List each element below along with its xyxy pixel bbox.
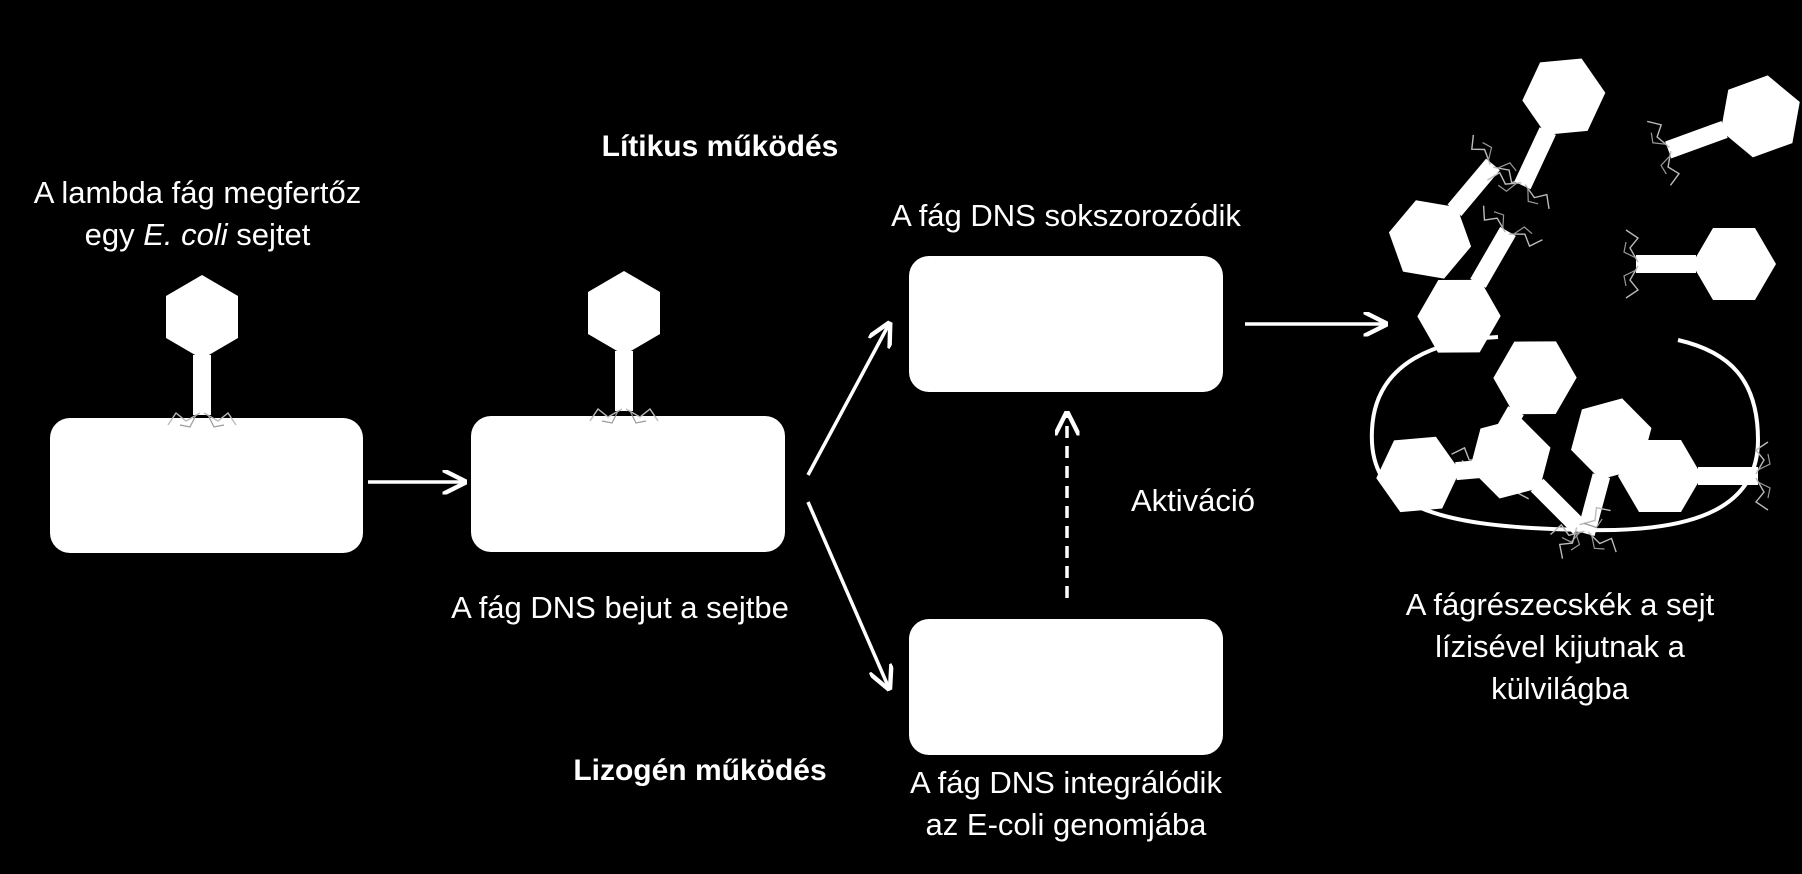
arrow-to-lytic [806,326,888,476]
attached-phage-icon [587,270,661,424]
ecoli-cell-replication [909,256,1223,392]
free-phage-icon [1374,131,1529,296]
dna-replicates-label: A fág DNS sokszorozódik [891,198,1241,233]
ecoli-cell-dna-entry [471,416,785,552]
free-phage-icon [1484,42,1615,213]
dna-enters-label: A fág DNS bejut a sejtbe [451,590,789,625]
lysogenic-pathway-label: Lizogén működés [573,754,827,787]
free-phage-icon [1617,439,1771,513]
activation-label: Aktiváció [1130,483,1256,518]
free-phage-icon [1643,67,1802,189]
lytic-pathway-label: Lítikus működés [601,130,839,163]
infection-label: A lambda fág megfertőz egy E. coli sejte… [33,175,362,252]
release-label: A fágrészecskék a sejt lízisével kijutna… [1405,587,1715,706]
attached-phage-icon [165,274,239,428]
free-phage-icon [1623,227,1777,301]
ecoli-cell-lysogen [909,619,1223,755]
ecoli-cell-infection [50,418,363,553]
arrow-to-lysogenic [806,501,888,686]
dna-integrates-label: A fág DNS integrálódik az E-coli genomjá… [910,765,1222,842]
